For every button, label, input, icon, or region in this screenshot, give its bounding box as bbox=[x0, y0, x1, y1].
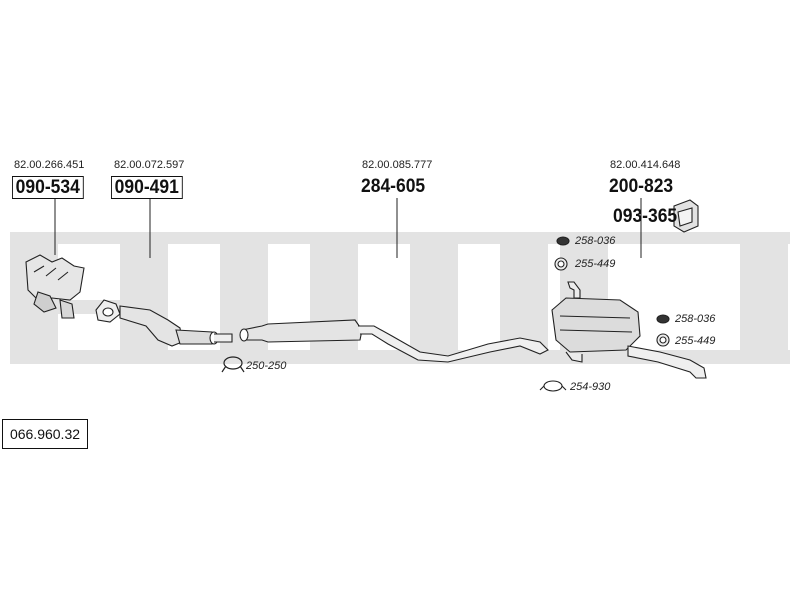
catalog-number: 066.960.32 bbox=[2, 419, 88, 449]
fitting-label-4: 258-036 bbox=[675, 313, 716, 325]
hanger-icon bbox=[673, 199, 699, 233]
hanger-part-number: 093-365 bbox=[613, 206, 678, 227]
part-1-oem: 82.00.266.451 bbox=[14, 159, 85, 171]
watermark bbox=[10, 232, 790, 364]
fitting-icons bbox=[539, 236, 670, 392]
fitting-label-3: 250-250 bbox=[246, 360, 287, 372]
rear-silencer-part bbox=[551, 281, 707, 379]
clamp-250-250-icon bbox=[221, 356, 245, 373]
part-4-oem: 82.00.414.648 bbox=[610, 159, 681, 171]
fitting-label-6: 254-930 bbox=[570, 381, 611, 393]
leader-lines bbox=[54, 198, 642, 258]
part-2-number: 090-491 bbox=[111, 176, 183, 199]
fitting-label-5: 255-449 bbox=[675, 335, 716, 347]
part-3-oem: 82.00.085.777 bbox=[362, 159, 433, 171]
centre-silencer-part bbox=[239, 319, 549, 363]
part-4-number: 200-823 bbox=[609, 176, 674, 197]
part-3-number: 284-605 bbox=[361, 176, 426, 197]
clamp-254-930-icon bbox=[543, 380, 563, 392]
rubber-mount-258-036-icon bbox=[556, 236, 570, 246]
manifold-part bbox=[25, 254, 85, 319]
fitting-label-1: 258-036 bbox=[575, 235, 616, 247]
catalyst-part bbox=[119, 305, 233, 347]
rubber-mount-258-036-icon-2 bbox=[656, 314, 670, 324]
fitting-label-2: 255-449 bbox=[575, 258, 616, 270]
part-1-number: 090-534 bbox=[12, 176, 84, 199]
part-2-oem: 82.00.072.597 bbox=[114, 159, 185, 171]
gasket-part bbox=[95, 299, 121, 323]
